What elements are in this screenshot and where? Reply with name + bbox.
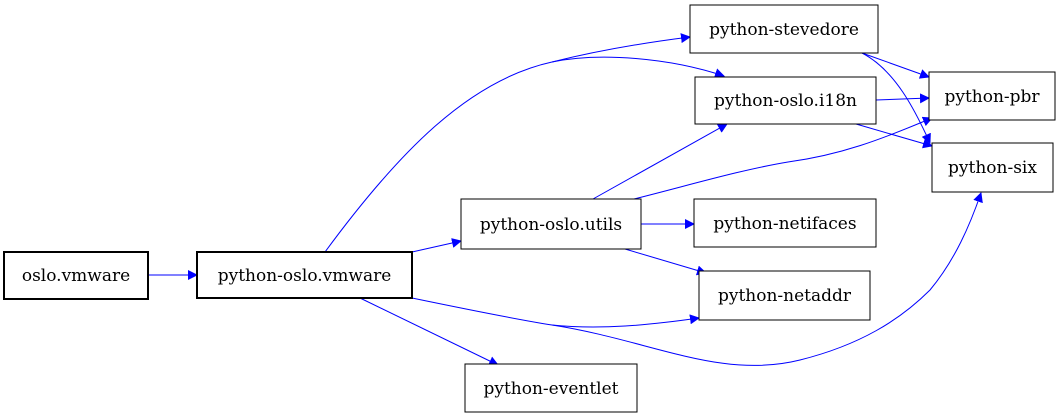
edge-python-oslo-i18n-to-python-pbr (875, 93, 930, 104)
node-label: python-oslo.i18n (714, 91, 857, 111)
node-box (460, 198, 642, 250)
node-label: python-netifaces (713, 214, 856, 234)
node-box (196, 251, 413, 299)
node-python-oslo-i18n: python-oslo.i18n (694, 76, 877, 125)
edge-python-oslo-i18n-to-python-six (855, 123, 933, 149)
edge-python-oslo-vmware-to-python-six (551, 192, 983, 366)
node-python-eventlet: python-eventlet (464, 363, 638, 413)
nodes-group: oslo.vmware python-oslo.vmware python-os… (3, 4, 1056, 413)
edge-python-stevedore-to-python-six (861, 52, 931, 144)
node-python-oslo-utils: python-oslo.utils (460, 198, 642, 250)
node-label: python-oslo.utils (480, 215, 622, 235)
node-label: python-pbr (944, 87, 1040, 107)
node-oslo-vmware: oslo.vmware (3, 251, 149, 300)
node-python-stevedore: python-stevedore (689, 4, 879, 54)
node-label: oslo.vmware (22, 266, 130, 286)
node-python-oslo-vmware: python-oslo.vmware (196, 251, 413, 299)
node-box (464, 363, 638, 413)
node-python-six: python-six (931, 142, 1054, 193)
node-box (694, 76, 877, 125)
edge-python-oslo-utils-to-python-netaddr (624, 248, 707, 276)
edge-python-oslo-vmware-to-python-stevedore (324, 33, 691, 253)
edge-python-stevedore-to-python-pbr (861, 52, 930, 79)
node-python-netifaces: python-netifaces (693, 198, 877, 248)
node-label: python-stevedore (709, 20, 859, 40)
node-label: python-netaddr (718, 286, 852, 306)
node-label: python-six (948, 158, 1037, 178)
node-box (698, 270, 871, 321)
edges-group (148, 33, 983, 366)
edge-python-oslo-utils-to-python-oslo-i18n (592, 123, 728, 200)
node-box (693, 198, 877, 248)
node-box (931, 142, 1054, 193)
node-label: python-eventlet (483, 379, 618, 399)
edge-python-oslo-vmware-to-python-netaddr (411, 297, 700, 328)
node-python-netaddr: python-netaddr (698, 270, 871, 321)
node-box (689, 4, 879, 54)
node-box (928, 71, 1056, 121)
node-box (3, 251, 149, 300)
node-label: python-oslo.vmware (218, 266, 392, 286)
edge-python-oslo-utils-to-python-pbr (633, 116, 933, 200)
edge-python-oslo-vmware-to-python-oslo-i18n (551, 56, 725, 78)
edge-python-oslo-vmware-to-python-eventlet (359, 297, 499, 366)
edge-python-oslo-vmware-to-python-oslo-utils (411, 238, 462, 253)
node-python-pbr: python-pbr (928, 71, 1056, 121)
